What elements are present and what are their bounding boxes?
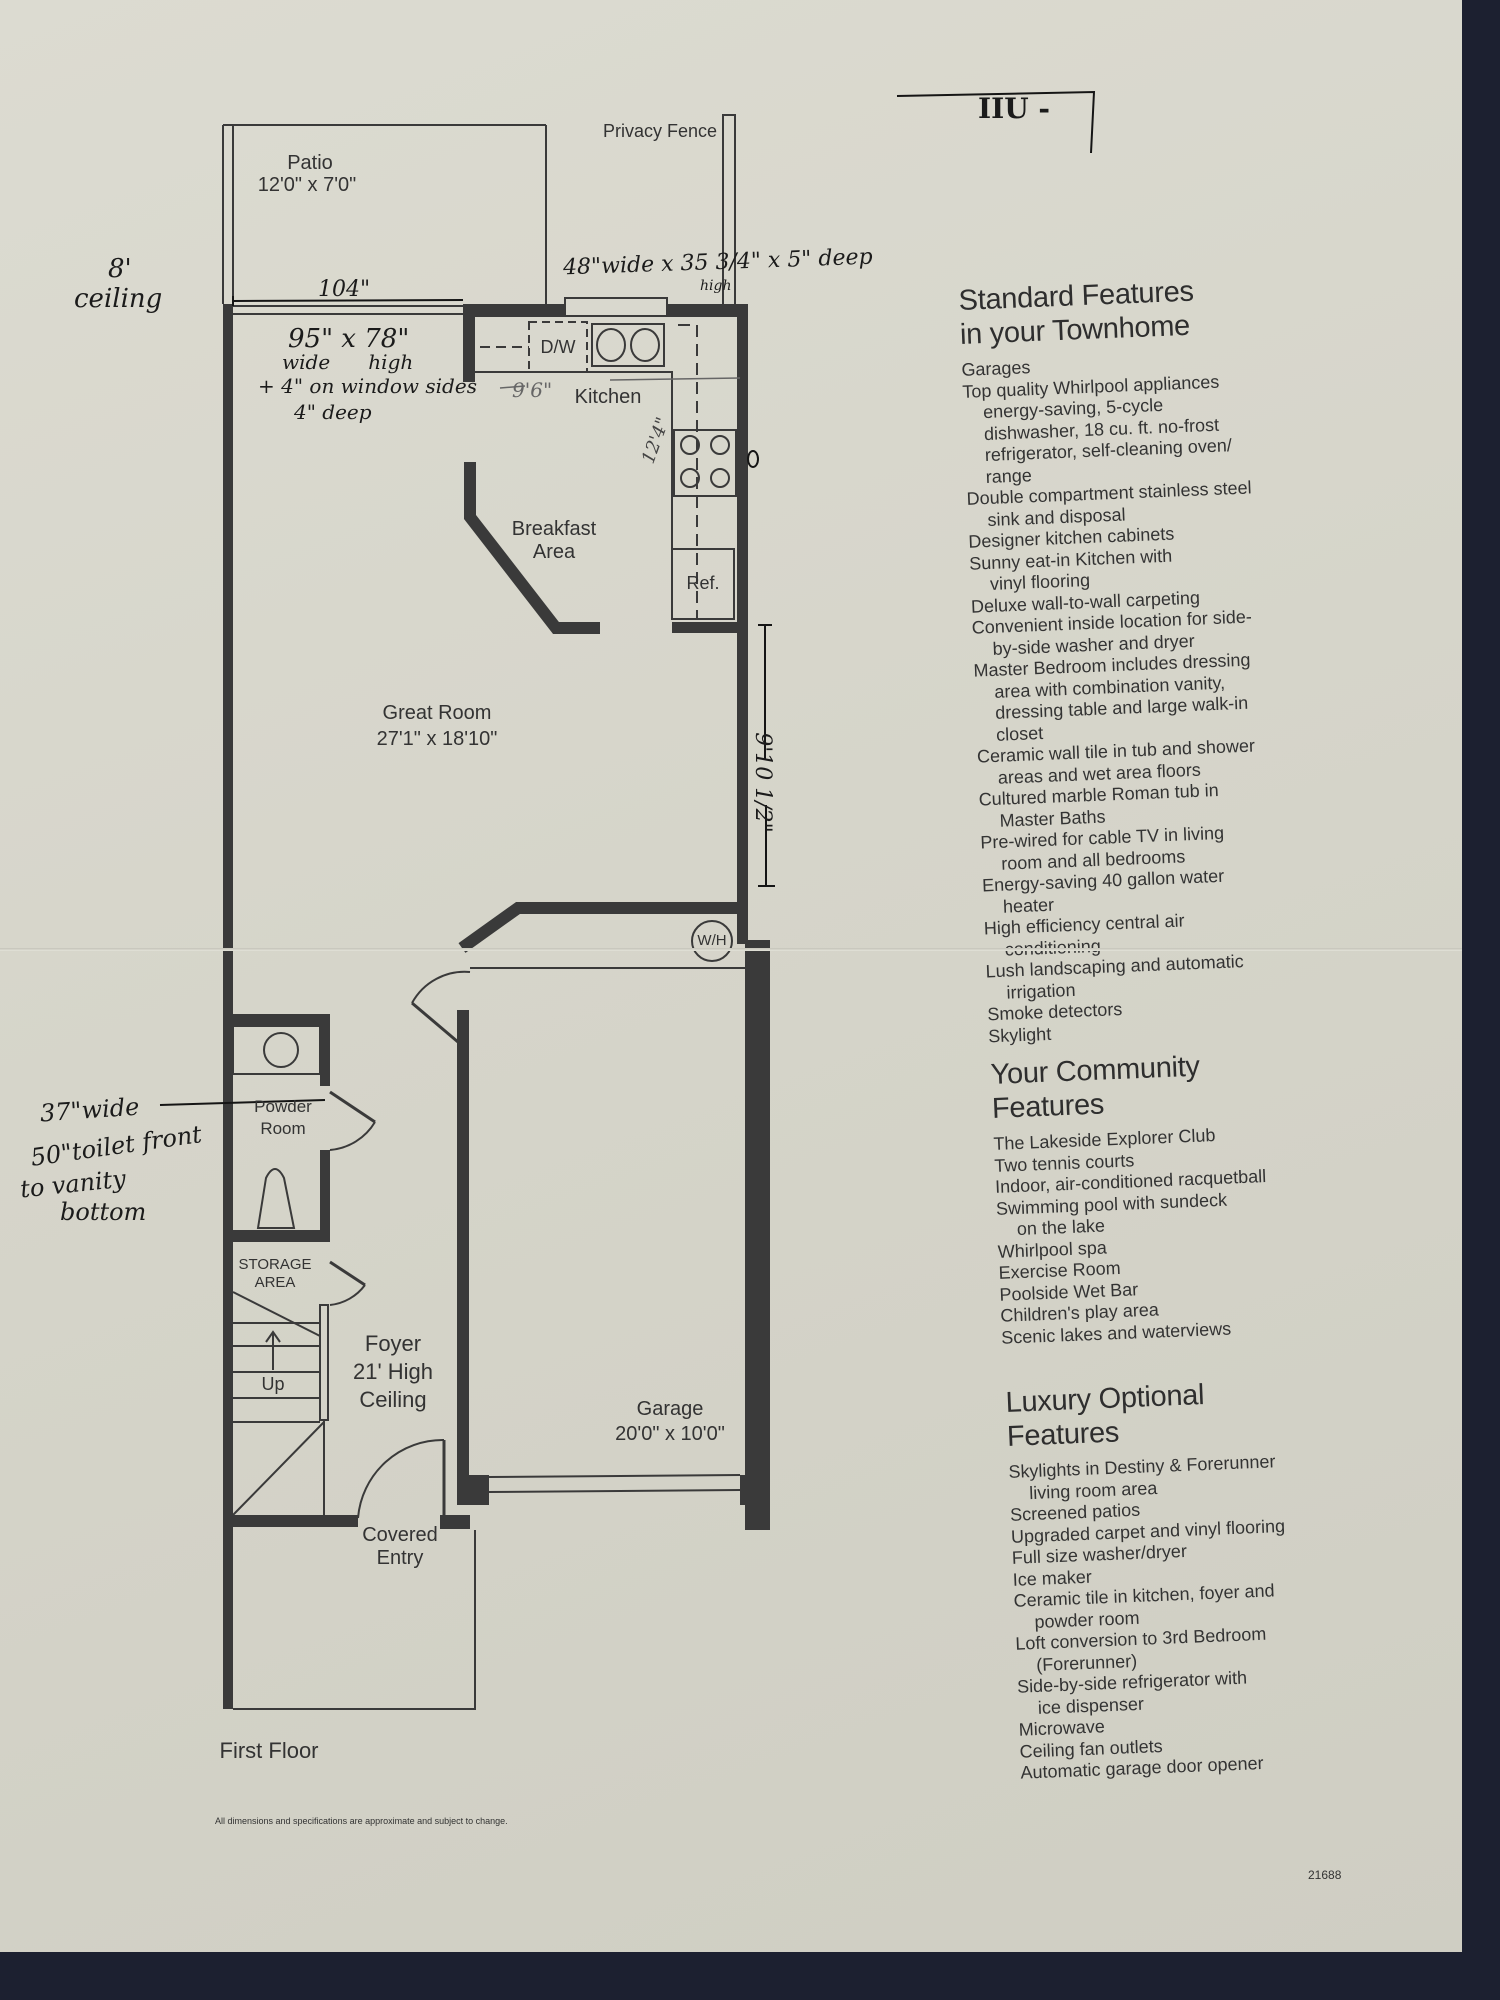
toilet: [256, 1168, 296, 1229]
water-heater-label: W/H: [697, 932, 727, 949]
handwritten-toilet-clearance-3: bottom: [60, 1198, 147, 1226]
range: [673, 429, 737, 497]
disclaimer: All dimensions and specifications are ap…: [215, 1816, 508, 1826]
foyer-label: Foyer: [364, 1331, 422, 1356]
powder-room-label-1: Powder: [254, 1097, 312, 1116]
patio-outline: [222, 124, 547, 304]
handwritten-slider-labels: wide high: [282, 350, 414, 374]
refrigerator-label: Ref.: [686, 573, 720, 593]
foyer-ceiling-height: 21' High: [352, 1359, 434, 1384]
garage-door: [488, 1474, 741, 1478]
handwritten-slider-trim: + 4" on window sides: [258, 374, 477, 398]
kitchen-counter: [475, 371, 673, 620]
handwritten-slider-size: 95" x 78": [288, 324, 410, 354]
handwritten-window-high: high: [700, 278, 732, 294]
breakfast-label-2: Area: [532, 541, 576, 563]
great-room-wall: [458, 902, 746, 953]
garage-label: Garage: [636, 1398, 704, 1420]
handwritten-top-mark: IIU -: [978, 92, 1050, 125]
document-code: 21688: [1308, 1868, 1342, 1882]
storage-label-1: STORAGE: [238, 1256, 312, 1273]
floor-plan-sheet: Patio 12'0" x 7'0" Privacy Fence D/W Kit…: [0, 0, 1462, 1952]
covered-entry-label-1: Covered: [362, 1524, 438, 1546]
garage-dimensions: 20'0" x 10'0": [615, 1423, 725, 1445]
foyer-ceiling-label: Ceiling: [359, 1387, 427, 1412]
floor-plan-drawing: [159, 90, 1096, 1710]
floor-title: First Floor: [219, 1738, 319, 1763]
staircase: [232, 1291, 325, 1516]
garage-entry-door: [411, 1001, 459, 1044]
kitchen-sink: [591, 323, 665, 367]
privacy-fence: [722, 114, 736, 306]
walls: [223, 304, 770, 1709]
storage-label-2: AREA: [254, 1274, 296, 1291]
dishwasher-label: D/W: [540, 337, 576, 357]
refrigerator: [671, 548, 735, 620]
covered-entry-label-2: Entry: [376, 1547, 424, 1569]
handwritten-slider-depth: 4" deep: [294, 400, 372, 424]
powder-room-door: [329, 1090, 376, 1124]
great-room-label: Great Room: [382, 702, 492, 724]
powder-room-label-2: Room: [260, 1119, 306, 1138]
dishwasher: [528, 321, 588, 373]
vanity-sink: [263, 1032, 299, 1068]
stairs-up-label: Up: [261, 1374, 285, 1394]
handwritten-ceiling-label: ceiling: [74, 284, 163, 314]
privacy-fence-label: Privacy Fence: [602, 121, 718, 141]
patio-label: Patio: [287, 152, 333, 174]
breakfast-wall: [464, 462, 600, 634]
great-room-dimensions: 27'1" x 18'10": [376, 728, 498, 750]
handwritten-door-width: 104": [318, 277, 371, 302]
breakfast-label-1: Breakfast: [511, 518, 597, 540]
kitchen-label: Kitchen: [574, 386, 642, 408]
patio-dimensions: 12'0" x 7'0": [257, 174, 357, 196]
water-heater: [691, 920, 733, 962]
handwritten-marks: [159, 90, 1096, 1106]
kitchen-window: [564, 297, 668, 317]
handwritten-kitchen-width: 9'6": [512, 378, 553, 402]
handwritten-wall-length: 9'10 1/2": [749, 732, 775, 833]
covered-entry-outline: [233, 1530, 476, 1710]
handwritten-ceiling-height: 8': [108, 254, 132, 284]
